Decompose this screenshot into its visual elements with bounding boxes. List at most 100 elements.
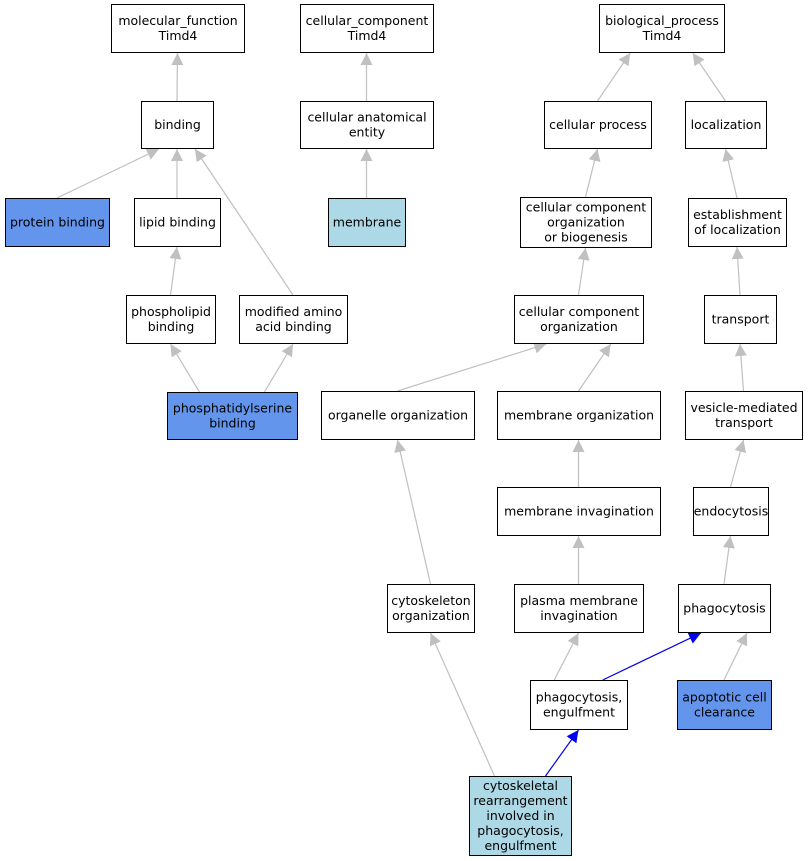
node-label-line: vesicle-mediated	[690, 400, 797, 415]
node-box	[678, 584, 771, 633]
node-memorg[interactable]: membrane organization	[497, 391, 661, 440]
node-box	[685, 101, 767, 149]
node-label-line: transport	[715, 415, 773, 430]
node-label-line: rearrangement	[473, 793, 567, 808]
node-label-line: organization	[547, 215, 625, 230]
node-label-line: modified amino	[245, 304, 343, 319]
edge-cytorearr-to-cytoorg	[429, 632, 496, 777]
node-endocytosis[interactable]: endocytosis	[693, 487, 769, 536]
node-label-line: binding	[148, 319, 195, 334]
node-label-line: cytoskeletal	[483, 778, 558, 793]
node-label-line: of localization	[694, 222, 781, 237]
node-box	[167, 392, 298, 440]
node-box	[239, 295, 348, 344]
node-box	[5, 198, 110, 247]
node-label-line: establishment	[693, 207, 782, 222]
edge-ccob-to-cellproc	[584, 148, 601, 198]
node-orgorg[interactable]: organelle organization	[321, 391, 475, 440]
node-label-line: phosphatidylserine	[173, 401, 292, 416]
edge-cytorearr-to-phagoeng	[545, 729, 579, 777]
node-box	[530, 680, 628, 730]
node-box	[677, 680, 772, 730]
node-label-line: binding	[209, 416, 256, 431]
edge-transport-to-estloc	[731, 246, 744, 296]
node-label-line: membrane	[333, 215, 402, 230]
node-label-line: organization	[392, 608, 470, 623]
edge-apoptotic-to-phagocytosis	[723, 632, 748, 681]
node-label-line: Timd4	[347, 28, 387, 43]
node-label-line: cellular_component	[306, 13, 429, 28]
edge-phagoeng-to-phagocytosis	[602, 632, 702, 681]
node-label-line: Timd4	[642, 28, 682, 43]
node-label-line: invagination	[540, 608, 617, 623]
node-label-line: clearance	[694, 705, 755, 720]
edge-estloc-to-localization	[722, 148, 738, 199]
node-box	[599, 4, 725, 53]
node-label-line: binding	[154, 117, 201, 132]
node-label-line: cellular component	[526, 200, 646, 215]
node-box	[693, 487, 769, 536]
node-transport[interactable]: transport	[704, 295, 777, 344]
node-box	[111, 4, 245, 53]
node-box	[497, 487, 661, 536]
node-label-line: membrane organization	[504, 408, 654, 423]
node-meminv[interactable]: membrane invagination	[497, 487, 661, 536]
node-lipidbind[interactable]: lipid binding	[134, 198, 221, 247]
node-box	[141, 101, 214, 149]
edges-layer	[56, 52, 748, 777]
node-label-line: phagocytosis,	[477, 823, 563, 838]
edge-endocytosis-to-vesicle	[729, 439, 747, 488]
node-label-line: plasma membrane	[520, 593, 638, 608]
node-label-line: entity	[349, 125, 386, 140]
node-label-line: phagocytosis,	[536, 690, 622, 705]
node-label-line: or biogenesis	[544, 230, 628, 245]
node-phagoeng[interactable]: phagocytosis,engulfment	[530, 680, 628, 730]
node-binding[interactable]: binding	[141, 101, 214, 149]
node-box	[126, 295, 216, 344]
node-label-line: involved in	[486, 808, 554, 823]
edge-psbind-to-modamino	[263, 343, 294, 393]
node-label-line: lipid binding	[139, 215, 216, 230]
node-phagocytosis[interactable]: phagocytosis	[678, 584, 771, 633]
node-protbind[interactable]: protein binding	[5, 198, 110, 247]
node-box	[387, 584, 475, 633]
node-label-line: cellular component	[519, 304, 639, 319]
node-box	[300, 101, 434, 149]
node-membrane[interactable]: membrane	[328, 198, 406, 247]
node-label-line: membrane invagination	[504, 504, 654, 519]
edge-localization-to-bp	[692, 52, 726, 102]
node-box	[134, 198, 221, 247]
node-label-line: engulfment	[484, 838, 556, 853]
node-label-line: acid binding	[255, 319, 332, 334]
edge-phagocytosis-to-endocytosis	[722, 535, 735, 585]
node-cellproc[interactable]: cellular process	[544, 101, 652, 149]
node-label-line: engulfment	[543, 705, 615, 720]
node-label-line: protein binding	[10, 215, 105, 230]
node-label-line: transport	[712, 312, 770, 327]
node-box	[514, 295, 644, 344]
node-label-line: apoptotic cell	[682, 690, 766, 705]
edge-cytoorg-to-orgorg	[394, 439, 432, 585]
node-label-line: phagocytosis	[683, 601, 765, 616]
node-localization[interactable]: localization	[685, 101, 767, 149]
node-label-line: organization	[540, 319, 618, 334]
node-box	[469, 776, 572, 856]
edge-psbind-to-phospholipid	[169, 343, 201, 393]
